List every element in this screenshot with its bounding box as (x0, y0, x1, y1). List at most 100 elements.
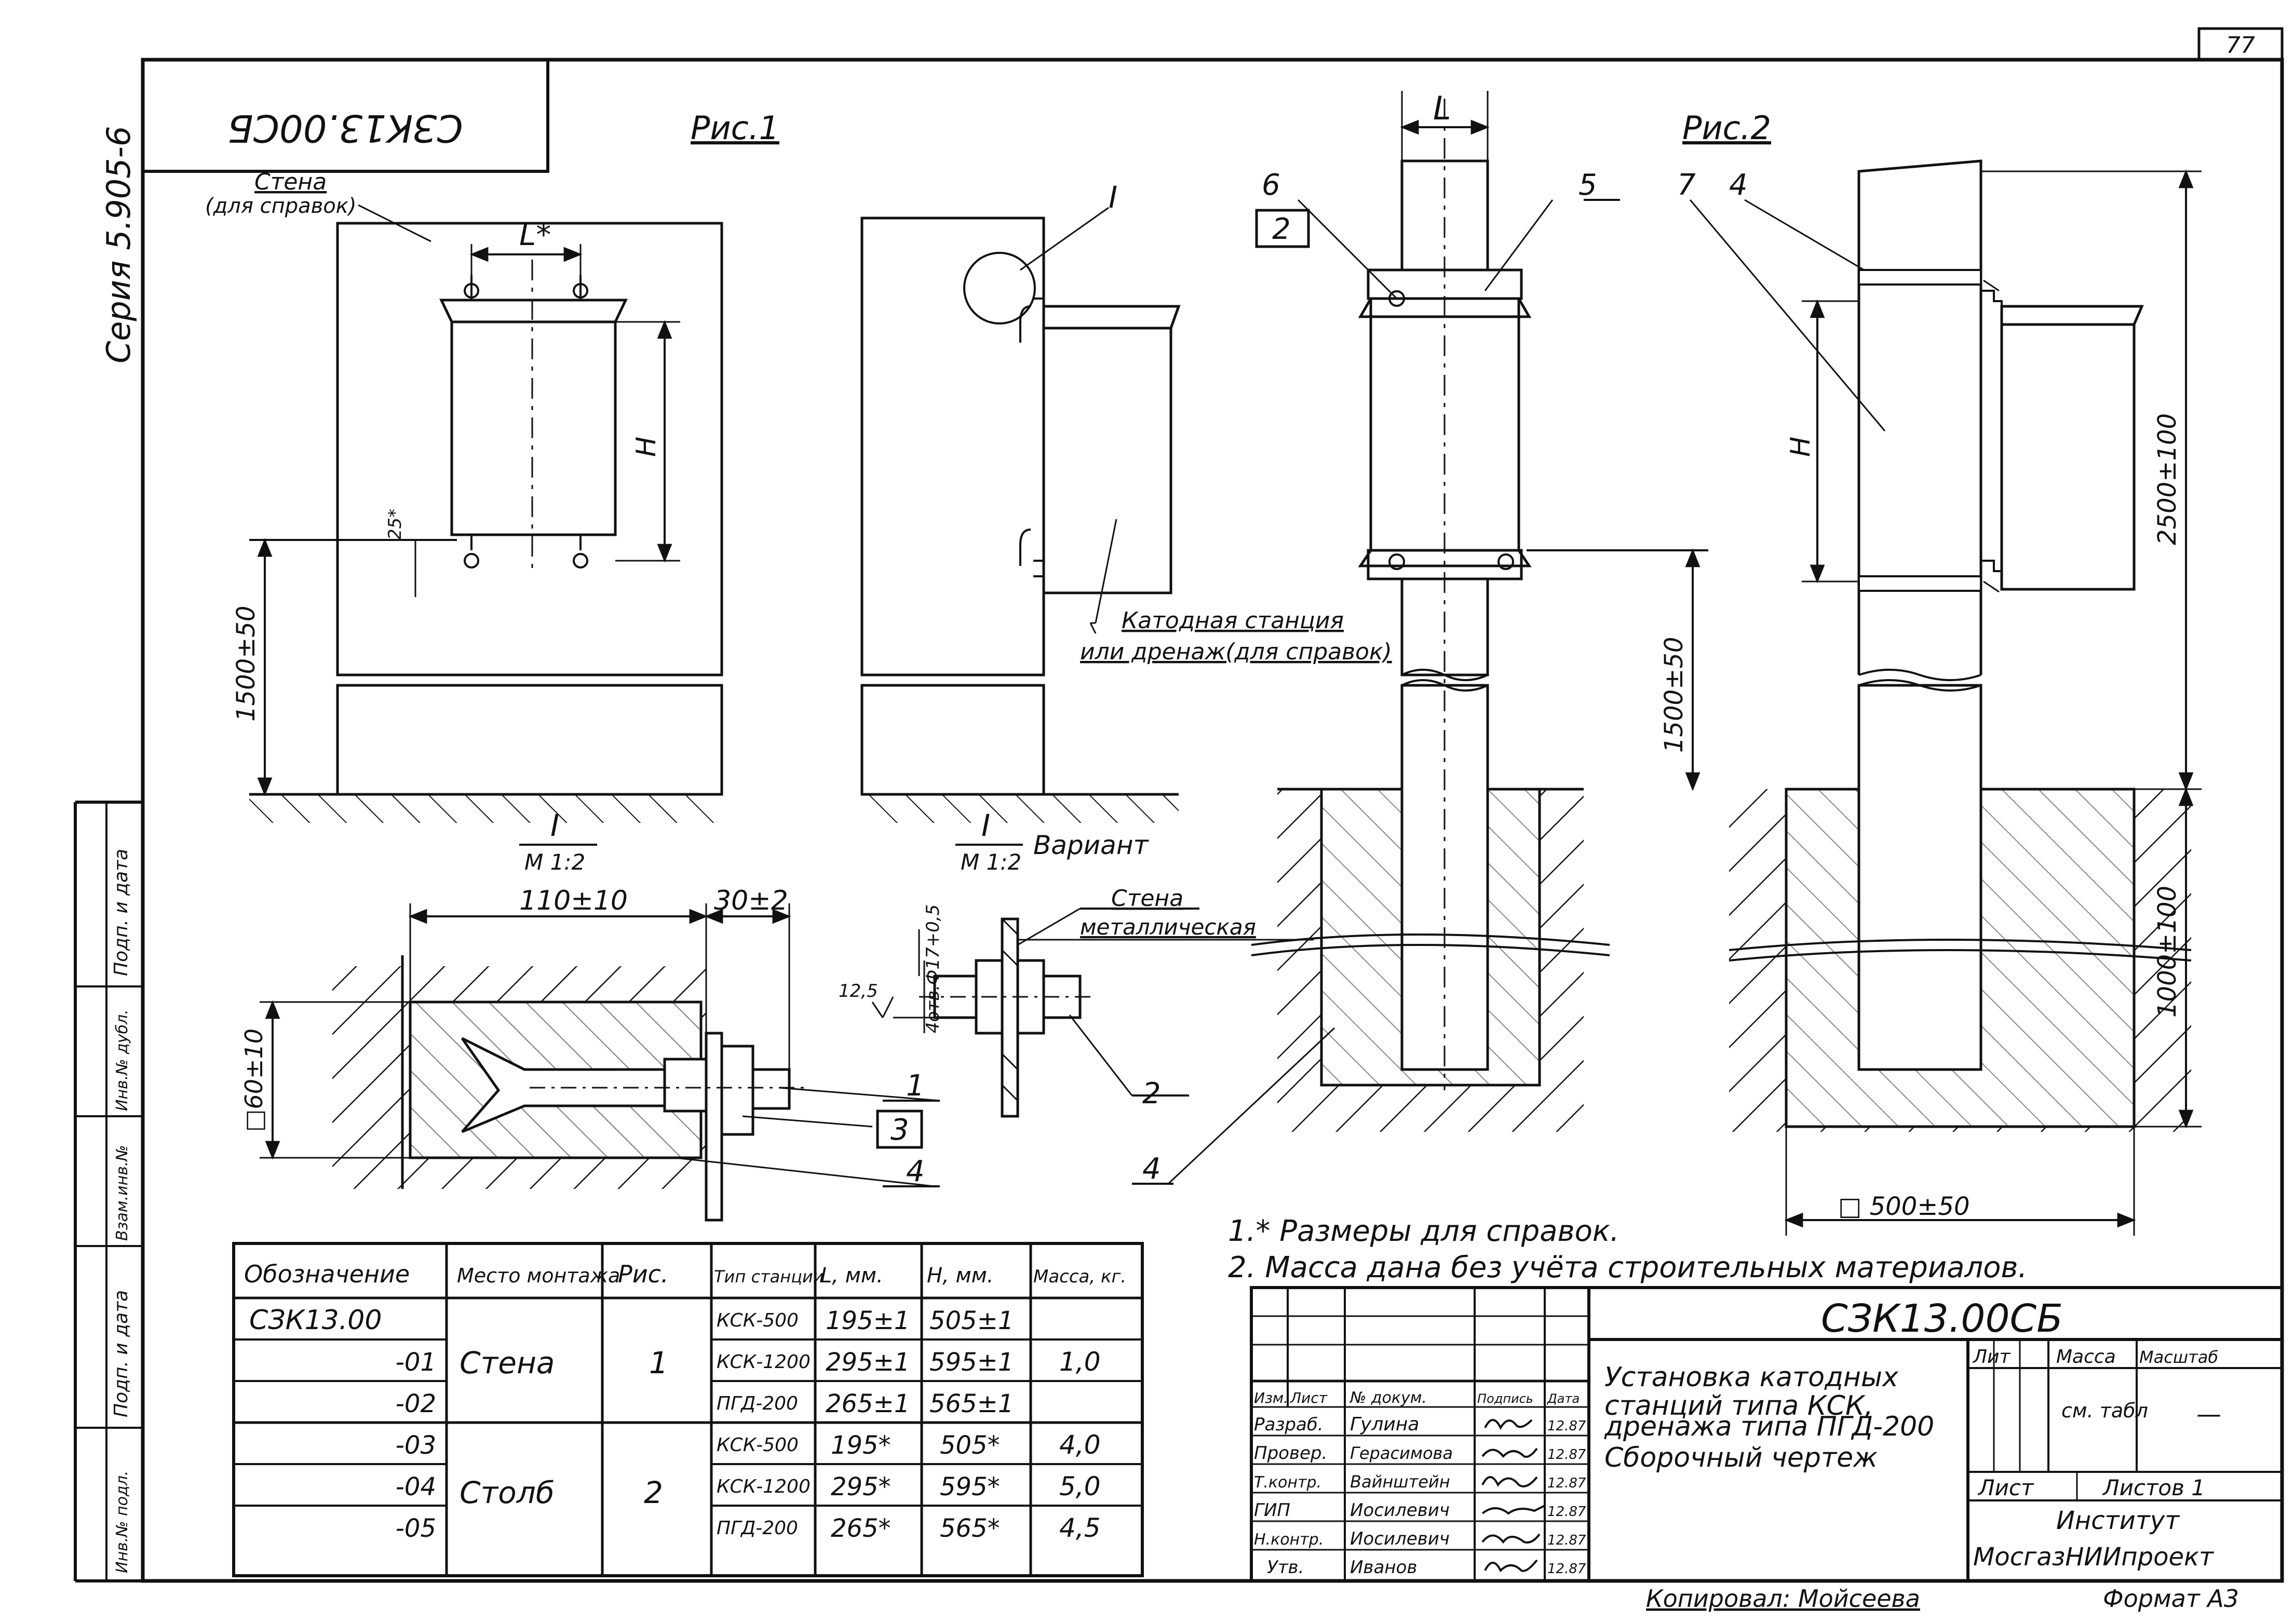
title-sheets: Листов 1 (2102, 1475, 2205, 1500)
side-stamp-1: Подп. и дата (111, 849, 132, 976)
spec-r2-type: ПГД-200 (717, 1393, 798, 1414)
fig1-front-view (249, 204, 723, 796)
tb-date-5: 12.87 (1547, 1533, 1586, 1548)
tb-name-4: Иосилевич (1350, 1500, 1450, 1521)
spec-r1-H: 595±1 (929, 1348, 1014, 1377)
top-code-inverted: СЗК13.00СБ (227, 106, 463, 150)
title-lit: Лит (1972, 1346, 2010, 1368)
detail-I-variant (871, 844, 1314, 1118)
spec-r3-H: 505* (940, 1431, 1000, 1460)
footer-format: Формат А3 (2103, 1585, 2239, 1613)
fig2-title: Рис.2 (1682, 109, 1771, 147)
callout-6: 6 (1262, 168, 1280, 202)
spec-header-H: H, мм. (927, 1264, 994, 1288)
spec-mass-wall: 1,0 (1059, 1347, 1101, 1377)
dim-500: □ 500±50 (1838, 1192, 1970, 1221)
tb-role-5: Н.контр. (1254, 1531, 1324, 1549)
spec-r1-designation: -01 (396, 1348, 436, 1377)
tb-role-1: Разраб. (1254, 1414, 1324, 1435)
callout-1: 1 (906, 1069, 925, 1103)
dim-110: 110±10 (519, 885, 628, 916)
variant-scale: М 1:2 (961, 849, 1021, 875)
spec-header-type: Тип станции (714, 1267, 824, 1287)
dim-1500-fig2: 1500±50 (1659, 637, 1689, 753)
dim-1500-fig1: 1500±50 (232, 606, 261, 722)
variant-I-title: I (981, 808, 990, 843)
callout-4-top: 4 (1729, 168, 1748, 202)
dim-2500: 2500±100 (2153, 413, 2182, 545)
tb-date-1: 12.87 (1547, 1418, 1586, 1434)
spec-header-designation: Обозначение (244, 1260, 410, 1288)
tb-date-3: 12.87 (1547, 1476, 1586, 1491)
tb-col-date: Дата (1547, 1391, 1580, 1406)
callout-5: 5 (1578, 168, 1597, 202)
spec-r4-type: КСК-1200 (717, 1476, 811, 1497)
detail-I-title: I (550, 808, 559, 843)
spec-header-L: L, мм. (820, 1264, 883, 1288)
callout-3: 3 (890, 1113, 909, 1147)
spec-r0-type: КСК-500 (717, 1310, 799, 1331)
note-2: 2. Масса дана без учёта строительных мат… (1228, 1251, 2027, 1284)
tb-date-6: 12.87 (1547, 1561, 1586, 1577)
spec-fig-1: 1 (649, 1345, 668, 1381)
cathode-label-line1: Катодная станция (1122, 607, 1344, 634)
fig1-title: Рис.1 (691, 109, 779, 147)
cathode-label-line2: или дренаж(для справок) (1080, 639, 1392, 665)
spec-r5-designation: -05 (396, 1514, 436, 1543)
tb-role-2: Провер. (1254, 1443, 1327, 1464)
spec-place-wall: Стена (460, 1345, 555, 1381)
spec-r2-H: 565±1 (929, 1389, 1014, 1418)
tb-col-izm: Изм. (1254, 1389, 1288, 1406)
spec-r4-H: 595* (940, 1472, 1000, 1501)
tb-role-3: Т.контр. (1254, 1473, 1321, 1492)
note-1: 1.* Размеры для справок. (1228, 1214, 1620, 1248)
spec-r0-designation: СЗК13.00 (249, 1305, 382, 1336)
footer-copied: Копировал: Мойсеева (1646, 1585, 1920, 1613)
title-mass-value: см. табл (2061, 1399, 2148, 1422)
spec-header-fig: Рис. (618, 1260, 669, 1288)
detail-I-section (260, 844, 940, 1222)
callout-4b: 4 (1142, 1152, 1161, 1186)
spec-r3-L: 195* (831, 1431, 891, 1460)
tb-role-6: Утв. (1267, 1557, 1304, 1578)
title-name-line3: дренажа типа ПГД-200 (1604, 1411, 1934, 1442)
spec-table (232, 1242, 1144, 1577)
tb-name-6: Иванов (1350, 1557, 1417, 1578)
spec-header-mass: Масса, кг. (1033, 1266, 1126, 1287)
fig2-pole-front-upper (1132, 91, 1708, 1185)
spec-place-pole: Столб (460, 1475, 555, 1510)
dim-30: 30±2 (714, 885, 788, 916)
spec-r2-designation: -02 (396, 1389, 436, 1418)
spec-r5-L: 265* (831, 1514, 891, 1543)
series-label: Серия 5.905-6 (100, 126, 138, 363)
spec-fig-2: 2 (644, 1475, 663, 1510)
spec-r0-L: 195±1 (826, 1306, 910, 1335)
spec-r1-type: КСК-1200 (717, 1351, 811, 1373)
spec-r3-mass: 4,0 (1059, 1430, 1101, 1460)
dim-60: □60±10 (240, 1028, 268, 1132)
dim-4holes: 4отв.Ф17+0,5 (923, 904, 943, 1033)
callout-2-box: 2 (1272, 212, 1291, 246)
spec-r2-L: 265±1 (826, 1389, 910, 1418)
dim-L-star: L* (519, 217, 551, 252)
title-sheet: Лист (1977, 1475, 2034, 1500)
dim-H-fig2: H (1785, 437, 1816, 457)
spec-r3-type: КСК-500 (717, 1434, 799, 1456)
fig1-side-view (860, 207, 1181, 796)
spec-r4-designation: -04 (396, 1472, 436, 1501)
spec-r5-H: 565* (940, 1514, 1000, 1543)
side-stamp-4: Подп. и дата (111, 1290, 132, 1417)
spec-r5-mass: 4,5 (1059, 1513, 1101, 1543)
side-stamp-5: Инв.№ подл. (113, 1471, 131, 1573)
dim-25: 25* (385, 509, 406, 540)
metal-wall-line2: металлическая (1080, 914, 1256, 940)
fig2-pole-front (1277, 684, 1584, 1132)
title-block-code: СЗК13.00СБ (1821, 1296, 2063, 1341)
signatures (1481, 1419, 1545, 1573)
callout-7: 7 (1677, 168, 1696, 202)
dim-H-fig1: H (631, 437, 662, 457)
tb-name-1: Гулина (1350, 1414, 1419, 1435)
side-stamp-2: Инв.№ дубл. (113, 1009, 131, 1111)
wall-ref-line1: Стена (254, 169, 327, 195)
